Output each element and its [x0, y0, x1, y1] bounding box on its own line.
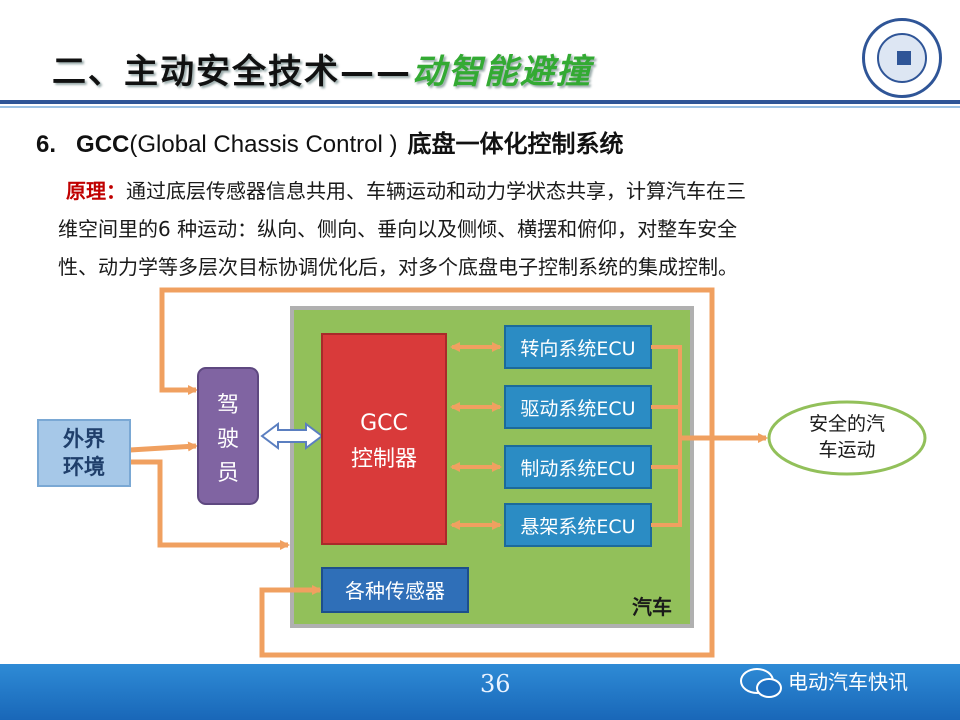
section-heading: 6. GCC(Global Chassis Control ) 底盘一体化控制系统	[36, 124, 623, 159]
page-number: 36	[480, 670, 511, 698]
output-text-2: 车运动	[818, 439, 875, 461]
car-label: 汽车	[632, 595, 672, 619]
gcc-controller-box	[321, 333, 447, 545]
sensors-box	[321, 567, 469, 613]
slide-title-accent: 动智能避撞	[412, 52, 592, 92]
driver-text-2: 驶	[217, 427, 239, 452]
driver-text-1: 驾	[217, 393, 239, 418]
ecu-text-drive: 驱动系统ECU	[520, 398, 635, 420]
controller-text-1: GCC	[360, 411, 408, 436]
principle-line-3: 性、动力学等多层次目标协调优化后，对多个底盘电子控制系统的集成控制。	[58, 255, 738, 279]
controller-text-2: 控制器	[351, 447, 417, 472]
ecu-box-suspension	[504, 503, 652, 547]
logo-emblem	[877, 33, 927, 83]
header-rule	[0, 100, 960, 104]
feedback-loop-bottom	[259, 452, 715, 658]
header-rule-light	[0, 106, 960, 108]
principle-text-1: 通过底层传感器信息共用、车辆运动和动力学状态共享，计算汽车在三	[126, 179, 746, 203]
footer-bar	[0, 664, 960, 720]
brand-watermark: 电动汽车快讯	[788, 670, 908, 694]
external-environment-box	[37, 419, 131, 487]
wechat-icon-small	[756, 678, 782, 698]
heading-full-name: (Global Chassis Control )	[129, 131, 398, 158]
driver-text-3: 员	[217, 461, 239, 486]
principle-line-1: 原理：通过底层传感器信息共用、车辆运动和动力学状态共享，计算汽车在三	[66, 172, 906, 210]
driver-box	[197, 367, 259, 505]
ecu-box-drive	[504, 385, 652, 429]
arrow-env-car	[130, 459, 290, 550]
ecu-box-brake	[504, 445, 652, 489]
ecu-box-steering	[504, 325, 652, 369]
feedback-loop-top	[159, 287, 715, 452]
slide-title: 二、主动安全技术——动智能避撞	[52, 44, 592, 93]
slide-title-main: 二、主动安全技术——	[52, 52, 412, 92]
principle-label: 原理：	[66, 179, 126, 203]
heading-acronym: GCC	[76, 131, 130, 158]
principle-line-2: 维空间里的6 种运动：纵向、侧向、垂向以及侧倾、横摆和俯仰，对整车安全	[58, 217, 738, 241]
university-logo	[862, 18, 942, 98]
ecu-text-brake: 制动系统ECU	[520, 458, 635, 480]
sensors-text: 各种传感器	[345, 579, 445, 603]
ecu-text-suspension: 悬架系统ECU	[520, 516, 635, 538]
heading-number: 6.	[36, 131, 57, 158]
logo-mark	[897, 51, 911, 65]
output-text-1: 安全的汽	[809, 413, 885, 435]
ecu-text-steering: 转向系统ECU	[520, 338, 635, 360]
arrow-env-driver	[129, 441, 198, 453]
external-text-2: 环境	[63, 455, 105, 479]
external-text-1: 外界	[63, 427, 105, 451]
principle-paragraph: 原理：通过底层传感器信息共用、车辆运动和动力学状态共享，计算汽车在三 维空间里的…	[58, 172, 906, 286]
heading-chinese: 底盘一体化控制系统	[407, 131, 624, 158]
title-bar	[0, 0, 960, 100]
output-ellipse	[767, 400, 927, 476]
